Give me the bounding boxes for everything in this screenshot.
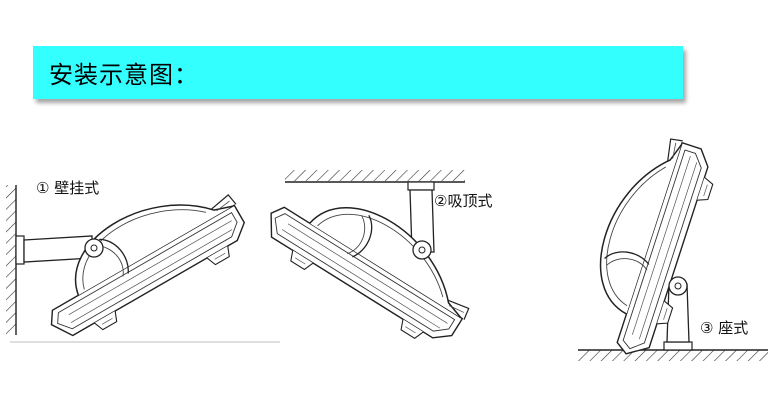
base-mount-figure: ③ 座式: [571, 126, 768, 364]
base-plate: [663, 341, 693, 351]
label-wall-mount: ① 壁挂式: [36, 179, 99, 197]
ceiling-bracket-arm: [409, 189, 435, 253]
page-title: 安装示意图：: [49, 61, 199, 89]
base-pivot-bolt: [674, 282, 682, 290]
wall-hatch: [6, 185, 16, 335]
wall-pivot-bolt: [90, 244, 98, 252]
ceiling-pivot-bolt: [418, 246, 426, 254]
ceiling-hatch: [285, 170, 465, 181]
floor-hatch: [578, 350, 768, 361]
wall-mount-figure: ① 壁挂式: [6, 165, 280, 352]
title-banner: 安装示意图：: [33, 46, 683, 99]
label-base-mount: ③ 座式: [700, 319, 748, 337]
wall-plate: [15, 235, 25, 265]
label-ceiling-mount: ②吸顶式: [434, 192, 492, 210]
ceiling-plate: [407, 181, 435, 191]
ceiling-mount-figure: ②吸顶式: [254, 164, 492, 357]
